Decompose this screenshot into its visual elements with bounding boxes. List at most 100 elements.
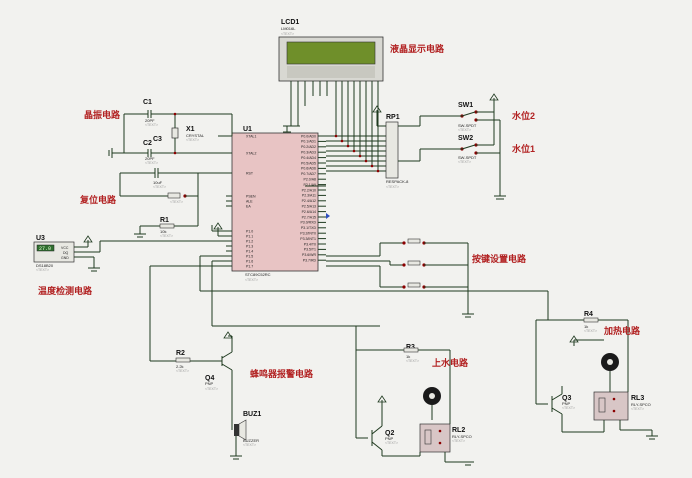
u1-left-pin-label: P1.5 (246, 254, 253, 258)
buz1-value: BUZZER (243, 438, 259, 443)
rp1-body (385, 121, 399, 179)
r2-text: <TEXT> (176, 369, 189, 373)
u1-right-pin-label: P2.0/A8 (304, 178, 317, 182)
u1-right-pin-label: P3.3/INT1 (300, 237, 316, 241)
u1-right-pin-label: P2.2/A10 (302, 188, 316, 192)
c1-ref: C1 (143, 99, 152, 106)
sw2-ref: SW2 (458, 135, 473, 142)
c1-text: <TEXT> (145, 123, 158, 127)
key-buttons (326, 238, 474, 318)
sw1-text: <TEXT> (458, 128, 471, 132)
r2-value: 2.2k (176, 364, 184, 369)
u1-left-pin-label: P1.4 (246, 249, 253, 253)
q2-text: <TEXT> (385, 441, 398, 445)
u3-pin-dq: DQ (63, 251, 69, 255)
u1-right-pin-label: P2.3/A11 (302, 194, 316, 198)
buz1-ref: BUZ1 (243, 411, 261, 418)
u1-right-pin-label: P0.0/AD0 (301, 134, 316, 138)
rp1-text-placeholder: <TEXT> (386, 185, 399, 189)
r4-ref: R4 (584, 311, 593, 318)
crystal-circuit: C1 20PF <TEXT> C2 20PF <TEXT> X1 CRYSTAL… (108, 99, 233, 165)
u1-left-pin-label: P1.0 (246, 229, 253, 233)
rp1-ref: RP1 (386, 114, 400, 121)
u1-ref: U1 (243, 126, 252, 133)
u1-right-pin-label: P2.5/A13 (302, 205, 316, 209)
u1-right-pin-label: P0.2/AD2 (301, 145, 316, 149)
c3-ref: C3 (153, 136, 162, 143)
sw1-value: SW-SPDT (458, 123, 477, 128)
buz1-text: <TEXT> (243, 443, 256, 447)
u1-left-pin-label: P1.7 (246, 264, 253, 268)
reset-circuit: C3 10uF <TEXT> <TEXT> R1 10k <TEXT> (119, 136, 232, 238)
u1-right-pin-label: P2.1/A9 (304, 183, 317, 187)
u1-left-pin-label: XTAL1 (246, 134, 256, 138)
u1-right-pin-label: P3.0/RXD (300, 221, 316, 225)
label-reset-circuit: 复位电路 (79, 194, 117, 205)
u1-right-pin-label: P0.4/AD4 (301, 156, 316, 160)
x1-value: CRYSTAL (186, 133, 205, 138)
q4-value: PNP (205, 381, 214, 386)
u1-right-pin-label: P0.7/AD7 (301, 172, 316, 176)
label-heating-circuit: 加热电路 (603, 325, 641, 336)
resistor-pack-rp1: RP1 RESPACK-8 <TEXT> (372, 105, 409, 189)
rl3-ref: RL3 (631, 395, 644, 402)
lcd-pin-strip (287, 66, 375, 78)
q3-text: <TEXT> (562, 406, 575, 410)
lcd-display: LCD1 LM016L <TEXT> (278, 19, 384, 82)
label-pump-circuit: 上水电路 (432, 357, 469, 368)
label-crystal-circuit: 晶振电路 (84, 109, 121, 120)
rl2-text: <TEXT> (452, 439, 465, 443)
lcd-ref: LCD1 (281, 19, 299, 26)
sw1-ref: SW1 (458, 102, 473, 109)
u1-right-pin-label: P3.4/T0 (304, 242, 316, 246)
rl3-text: <TEXT> (631, 407, 644, 411)
r1-value: 10k (160, 229, 166, 234)
relay-rl2 (419, 423, 451, 453)
buzzer-icon (234, 424, 239, 436)
u1-right-pin-label: P0.1/AD1 (301, 140, 316, 144)
u1-right-pin-label: P2.4/A12 (302, 199, 316, 203)
u1-body (231, 132, 319, 272)
temp-sensor-u3: U3 27.0 VCC DQ GND DS18B20 <TEXT> (33, 235, 232, 272)
c3-text: <TEXT> (153, 185, 166, 189)
u1-model: STC89C52RC (245, 272, 271, 277)
u1-right-pins: P0.0/AD0P0.1/AD1P0.2/AD2P0.3/AD3P0.4/AD4… (300, 134, 326, 263)
vcc-arrow-rp1 (372, 105, 382, 113)
u1-right-pin-label: P2.7/A15 (302, 215, 316, 219)
reset-btn-text: <TEXT> (170, 200, 183, 204)
label-level2: 水位2 (512, 110, 535, 121)
u3-pin-gnd: GND (61, 256, 69, 260)
c2-ref: C2 (143, 140, 152, 147)
u1-left-pin-label: P1.3 (246, 244, 253, 248)
u1-left-pins: XTAL1XTAL2RSTPSENALEEAP1.0P1.1P1.2P1.3P1… (226, 134, 256, 268)
u1-right-pin-label: P3.5/T1 (304, 248, 316, 252)
r3-text: <TEXT> (406, 359, 419, 363)
rp1-value: RESPACK-8 (386, 179, 409, 184)
c2-value: 20PF (145, 156, 155, 161)
rl2-value: RLY-SPCO (452, 434, 472, 439)
u3-ref: U3 (36, 235, 45, 242)
u1-left-pin-label: RST (246, 171, 254, 175)
c1-value: 20PF (145, 118, 155, 123)
u1-right-pin-label: P3.6/WR (302, 253, 316, 257)
u1-right-pin-label: P3.2/INT0 (300, 232, 316, 236)
lcd-screen (286, 41, 376, 65)
q2-ref: Q2 (385, 430, 394, 437)
water-pump-circuit: R3 1k <TEXT> Q2 PNP <TEXT> RL2 RLY-SPCO … (355, 326, 474, 466)
r1-ref: R1 (160, 217, 169, 224)
u3-readout: 27.0 (39, 246, 51, 252)
u1-right-pin-label: P0.3/AD3 (301, 151, 316, 155)
q2-value: PNP (385, 436, 394, 441)
u1-left-pin-label: P1.2 (246, 239, 253, 243)
u1-right-pin-label: P0.5/AD5 (301, 161, 316, 165)
c3-value: 10uF (153, 180, 163, 185)
probe-marker-icon (326, 213, 330, 219)
u3-text: <TEXT> (36, 268, 49, 272)
u1-text-placeholder: <TEXT> (245, 278, 258, 282)
r2-ref: R2 (176, 350, 185, 357)
u1-left-pin-label: PSEN (246, 194, 256, 198)
q3-ref: Q3 (562, 395, 571, 402)
r4-value: 1k (584, 324, 588, 329)
buzzer-circuit: R2 2.2k <TEXT> Q4 PNP <TEXT> BUZ1 BUZZER… (175, 331, 261, 460)
